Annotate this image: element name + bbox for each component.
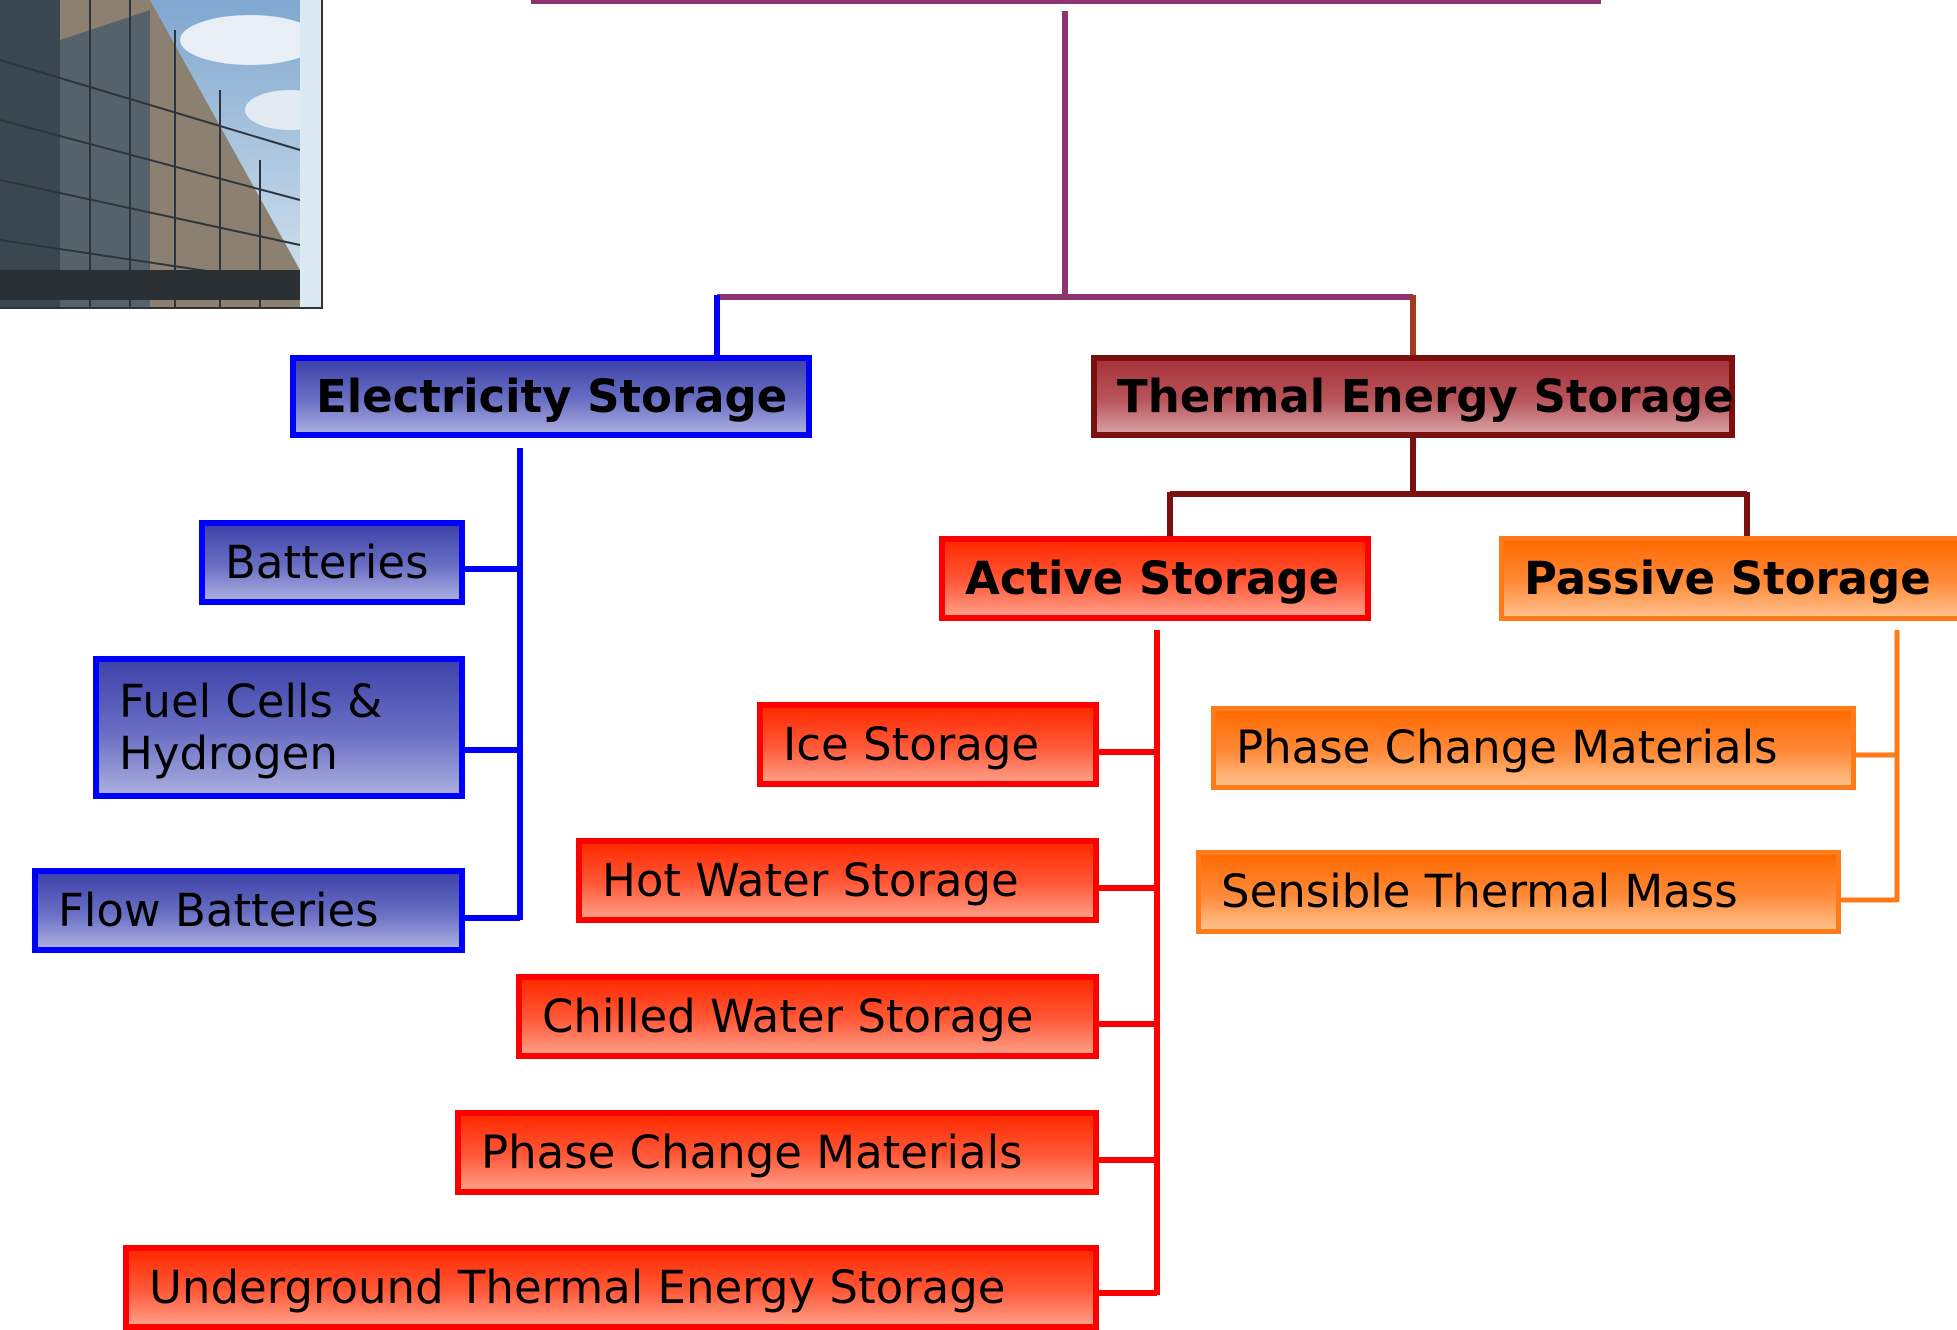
flow-batteries-label: Flow Batteries [58, 883, 379, 937]
sensible-thermal-mass-label: Sensible Thermal Mass [1221, 865, 1738, 919]
batteries-label: Batteries [225, 535, 429, 589]
hot-water-storage-label: Hot Water Storage [602, 853, 1019, 907]
building-icon [0, 0, 321, 307]
sensible-thermal-mass-node: Sensible Thermal Mass [1196, 850, 1841, 934]
underground-thermal-energy-storage-node: Underground Thermal Energy Storage [123, 1245, 1099, 1330]
active-storage-node: Active Storage [939, 536, 1371, 621]
electricity-storage-node: Electricity Storage [290, 355, 812, 438]
chilled-water-storage-node: Chilled Water Storage [516, 974, 1099, 1059]
ice-storage-node: Ice Storage [757, 702, 1099, 787]
active-phase-change-materials-node: Phase Change Materials [455, 1110, 1099, 1195]
hot-water-storage-node: Hot Water Storage [576, 838, 1099, 923]
thermal-energy-storage-label: Thermal Energy Storage [1117, 369, 1734, 423]
building-photo [0, 0, 323, 309]
passive-storage-node: Passive Storage [1499, 536, 1957, 621]
passive-phase-change-materials-label: Phase Change Materials [1236, 721, 1778, 775]
flow-batteries-node: Flow Batteries [32, 868, 465, 953]
chilled-water-storage-label: Chilled Water Storage [542, 989, 1034, 1043]
underground-thermal-energy-storage-label: Underground Thermal Energy Storage [149, 1260, 1006, 1314]
batteries-node: Batteries [199, 520, 465, 605]
active-phase-change-materials-label: Phase Change Materials [481, 1125, 1023, 1179]
electricity-storage-label: Electricity Storage [316, 369, 788, 423]
ice-storage-label: Ice Storage [783, 717, 1040, 771]
fuel-cells-hydrogen-node: Fuel Cells & Hydrogen [93, 656, 465, 799]
fuel-cells-hydrogen-label: Fuel Cells & Hydrogen [119, 674, 383, 780]
passive-storage-label: Passive Storage [1524, 551, 1931, 605]
active-storage-label: Active Storage [965, 551, 1340, 605]
thermal-energy-storage-node: Thermal Energy Storage [1091, 355, 1735, 438]
passive-phase-change-materials-node: Phase Change Materials [1211, 706, 1856, 790]
